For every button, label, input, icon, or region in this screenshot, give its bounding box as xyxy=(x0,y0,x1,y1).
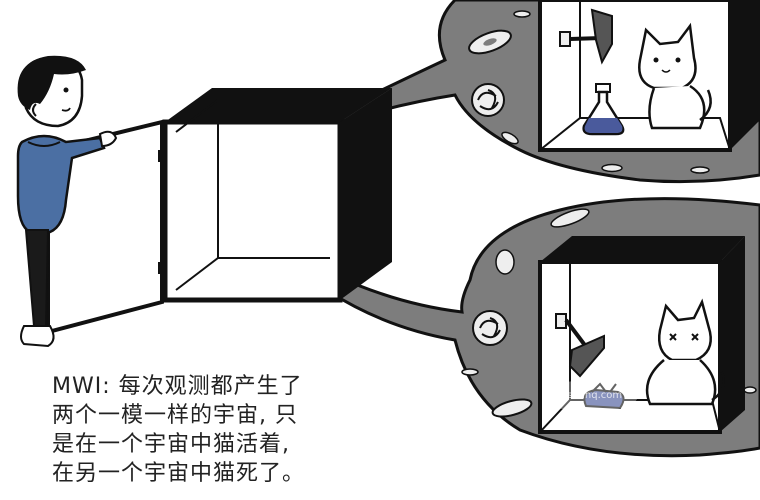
flask-icon xyxy=(582,83,625,136)
caption-line: MWI: 每次观测都产生了 xyxy=(52,374,303,399)
galaxy-icon xyxy=(468,29,512,55)
caption-line: 是在一个宇宙中猫活着, xyxy=(52,432,290,457)
cat-icon xyxy=(645,298,725,406)
caption-line: 两个一模一样的宇宙, 只 xyxy=(52,403,298,428)
galaxy-icon xyxy=(491,398,533,418)
upper-bubble xyxy=(254,0,760,184)
hammer-icon xyxy=(559,8,613,65)
watermark-badge xyxy=(542,380,638,412)
lower-bubble xyxy=(256,197,760,458)
flask-icon xyxy=(583,382,625,410)
open-door xyxy=(46,119,164,335)
swirl-icon xyxy=(472,310,508,346)
hammer-icon xyxy=(555,313,605,378)
person xyxy=(16,55,118,348)
caption: MWI: 每次观测都产生了 两个一模一样的宇宙, 只 是在一个宇宙中猫活着, 在… xyxy=(52,372,412,488)
caption-line: 在另一个宇宙中猫死了。 xyxy=(52,461,306,486)
cat-icon xyxy=(638,22,712,130)
central-box xyxy=(162,88,392,303)
swirl-icon xyxy=(471,83,505,117)
watermark: Ushanq.com xyxy=(559,390,623,401)
